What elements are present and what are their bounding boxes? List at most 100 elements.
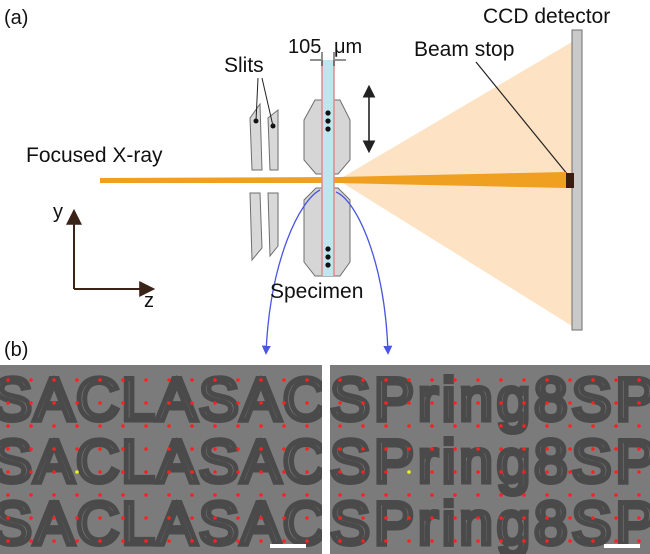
grid-dot xyxy=(499,470,503,474)
grid-dot xyxy=(144,493,148,497)
grid-dot xyxy=(190,539,194,543)
grid-dot xyxy=(591,493,595,497)
grid-dot xyxy=(338,539,342,543)
grid-dot xyxy=(305,447,309,451)
grid-dot xyxy=(453,447,457,451)
grid-dot xyxy=(499,378,503,382)
grid-dot xyxy=(637,493,641,497)
grid-dot xyxy=(338,424,342,428)
grid-dot xyxy=(305,378,309,382)
focused-xray-label: Focused X-ray xyxy=(26,144,163,167)
grid-dot xyxy=(75,401,79,405)
grid-dot xyxy=(75,493,79,497)
grid-dot xyxy=(98,401,102,405)
etched-pattern-text: SACLASACLA xyxy=(0,490,406,554)
grid-dot xyxy=(453,378,457,382)
grid-dot xyxy=(384,470,388,474)
grid-dot xyxy=(259,378,263,382)
grid-dot xyxy=(568,516,572,520)
axis-z-label: z xyxy=(144,290,154,312)
grid-dot xyxy=(637,424,641,428)
grid-dot xyxy=(522,516,526,520)
grid-dot xyxy=(29,424,33,428)
grid-dot xyxy=(121,493,125,497)
grid-dot xyxy=(52,378,56,382)
grid-dot xyxy=(52,516,56,520)
grid-dot xyxy=(545,378,549,382)
grid-dot xyxy=(213,470,217,474)
grid-dot xyxy=(98,424,102,428)
slit-lower-left xyxy=(249,192,263,262)
grid-dot xyxy=(213,378,217,382)
grid-dot xyxy=(476,401,480,405)
grid-dot xyxy=(305,401,309,405)
holder-screw xyxy=(325,262,331,268)
coordinate-axes: y z xyxy=(53,201,156,312)
grid-dot xyxy=(167,378,171,382)
grid-dot xyxy=(259,493,263,497)
grid-dot xyxy=(121,470,125,474)
grid-dot xyxy=(236,470,240,474)
grid-dot xyxy=(75,516,79,520)
grid-dot xyxy=(384,539,388,543)
grid-dot xyxy=(144,516,148,520)
panel-b-label: (b) xyxy=(4,339,28,361)
grid-dot xyxy=(29,447,33,451)
grid-dot xyxy=(305,539,309,543)
grid-dot xyxy=(614,516,618,520)
grid-dot xyxy=(259,470,263,474)
specimen-label: Specimen xyxy=(270,280,363,303)
grid-dot xyxy=(591,378,595,382)
grid-dot xyxy=(522,539,526,543)
grid-dot xyxy=(453,493,457,497)
grid-dot xyxy=(29,470,33,474)
panel-a-label: (a) xyxy=(4,7,28,29)
grid-dot xyxy=(213,424,217,428)
grid-dot xyxy=(591,424,595,428)
grid-dot xyxy=(236,424,240,428)
grid-dot xyxy=(637,401,641,405)
grid-dot xyxy=(568,424,572,428)
grid-dot xyxy=(282,424,286,428)
grid-dot xyxy=(384,493,388,497)
grid-dot xyxy=(144,424,148,428)
grid-dot xyxy=(75,424,79,428)
grid-dot xyxy=(430,493,434,497)
grid-dot xyxy=(6,539,10,543)
holder-screw xyxy=(325,254,331,260)
grid-dot xyxy=(361,401,365,405)
grid-dot xyxy=(476,470,480,474)
grid-dot xyxy=(6,401,10,405)
grid-dot xyxy=(545,447,549,451)
grid-dot xyxy=(213,447,217,451)
grid-dot xyxy=(6,447,10,451)
grid-dot xyxy=(453,470,457,474)
slits-leader xyxy=(255,77,259,122)
grid-dot xyxy=(407,378,411,382)
grid-dot xyxy=(305,470,309,474)
grid-dot xyxy=(614,470,618,474)
grid-dot xyxy=(75,378,79,382)
grid-dot xyxy=(407,401,411,405)
grid-dot xyxy=(614,378,618,382)
grid-dot xyxy=(167,493,171,497)
grid-dot xyxy=(384,516,388,520)
grid-dot xyxy=(522,378,526,382)
grid-dot xyxy=(361,378,365,382)
grid-dot xyxy=(568,401,572,405)
panel-a: (a) CCD detector Beam stop Focused X-ray… xyxy=(4,5,610,355)
grid-dot xyxy=(282,447,286,451)
grid-dot xyxy=(167,401,171,405)
grid-dot xyxy=(499,493,503,497)
grid-dot xyxy=(338,447,342,451)
grid-dot xyxy=(121,447,125,451)
grid-dot xyxy=(167,447,171,451)
grid-dot xyxy=(545,401,549,405)
grid-dot xyxy=(98,539,102,543)
beam-stop-label: Beam stop xyxy=(414,38,514,61)
grid-dot xyxy=(190,401,194,405)
grid-dot xyxy=(568,378,572,382)
grid-dot xyxy=(190,493,194,497)
beam-stop-leader xyxy=(475,61,569,176)
